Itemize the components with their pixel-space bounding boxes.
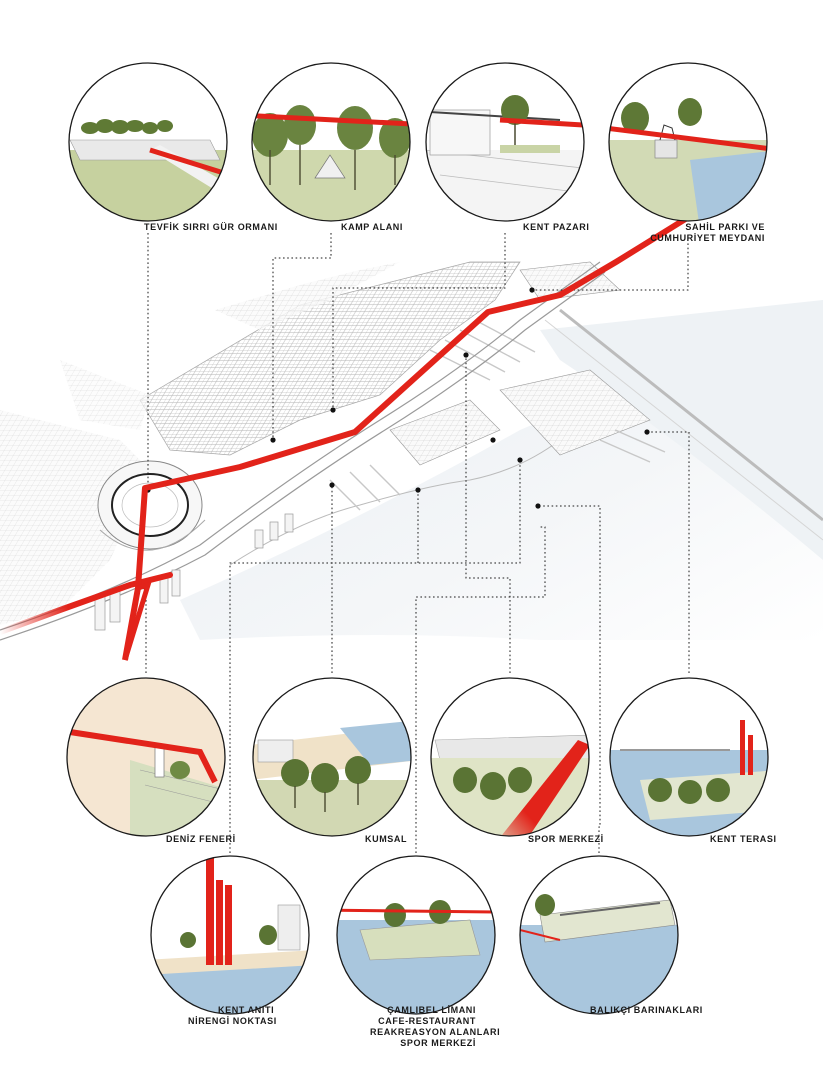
label-camlibel: ÇAMLIBEL LİMANI CAFE-RESTAURANT REAKREAS… bbox=[370, 1005, 501, 1049]
label-tevfik: TEVFİK SIRRI GÜR ORMANI bbox=[144, 222, 278, 233]
red-route bbox=[0, 207, 702, 661]
label-kumsal: KUMSAL bbox=[365, 834, 407, 845]
vignette-teras bbox=[609, 677, 769, 837]
connector-balikci bbox=[541, 505, 601, 853]
vignette-sahil bbox=[608, 62, 768, 222]
label-sahil-line-2: CUMHURİYET MEYDANI bbox=[650, 233, 765, 243]
connector-spor bbox=[465, 355, 511, 673]
label-kumsal-line-1: KUMSAL bbox=[365, 834, 408, 844]
label-pazar-line-1: KENT PAZARI bbox=[523, 222, 590, 232]
connector-sahil bbox=[532, 235, 689, 291]
label-tevfik-line-1: TEVFİK SIRRI GÜR ORMANI bbox=[144, 222, 278, 232]
vignette-kumsal bbox=[252, 677, 412, 837]
label-balikci-line-1: BALIKÇI BARINAKLARI bbox=[590, 1005, 703, 1015]
pier bbox=[559, 308, 823, 522]
label-kamp: KAMP ALANI bbox=[341, 222, 403, 233]
label-kamp-line-1: KAMP ALANI bbox=[341, 222, 403, 232]
connector-lines bbox=[145, 233, 690, 853]
vignette-tevfik bbox=[68, 62, 228, 222]
label-spor-line-1: SPOR MERKEZİ bbox=[528, 834, 604, 844]
vignette-spor bbox=[430, 677, 590, 837]
label-spor: SPOR MERKEZİ bbox=[528, 834, 604, 845]
coastal-road bbox=[0, 261, 601, 631]
vignette-pazar bbox=[425, 62, 585, 222]
connector-dots bbox=[143, 287, 650, 591]
vignette-fener bbox=[66, 677, 226, 837]
label-aniti-line-1: KENT ANITI bbox=[218, 1005, 275, 1015]
label-camlibel-line-3: REAKREASYON ALANLARI bbox=[370, 1027, 501, 1037]
vignette-kamp bbox=[251, 62, 411, 222]
label-camlibel-line-1: ÇAMLIBEL LİMANI bbox=[387, 1005, 476, 1015]
label-aniti: KENT ANITI NİRENGİ NOKTASI bbox=[188, 1005, 276, 1027]
connector-aniti bbox=[229, 460, 521, 853]
label-pazar: KENT PAZARI bbox=[523, 222, 589, 233]
label-camlibel-line-4: SPOR MERKEZİ bbox=[400, 1038, 476, 1048]
masterplan bbox=[0, 261, 823, 641]
vignette-camlibel bbox=[336, 855, 496, 1015]
vignette-aniti bbox=[150, 855, 310, 1015]
label-teras: KENT TERASI bbox=[710, 834, 777, 845]
label-fener: DENİZ FENERİ bbox=[166, 834, 236, 845]
label-balikci: BALIKÇI BARINAKLARI bbox=[590, 1005, 703, 1016]
label-aniti-line-2: NİRENGİ NOKTASI bbox=[188, 1016, 277, 1026]
label-sahil-line-1: SAHİL PARKI VE bbox=[685, 222, 765, 232]
label-teras-line-1: KENT TERASI bbox=[710, 834, 777, 844]
vignette-balikci bbox=[519, 855, 679, 1015]
label-fener-line-1: DENİZ FENERİ bbox=[166, 834, 236, 844]
stadium bbox=[97, 460, 206, 551]
label-sahil: SAHİL PARKI VE CUMHURİYET MEYDANI bbox=[650, 222, 765, 244]
connector-teras bbox=[647, 431, 690, 673]
urban-fabric bbox=[139, 261, 521, 456]
label-camlibel-line-2: CAFE-RESTAURANT bbox=[378, 1016, 476, 1026]
